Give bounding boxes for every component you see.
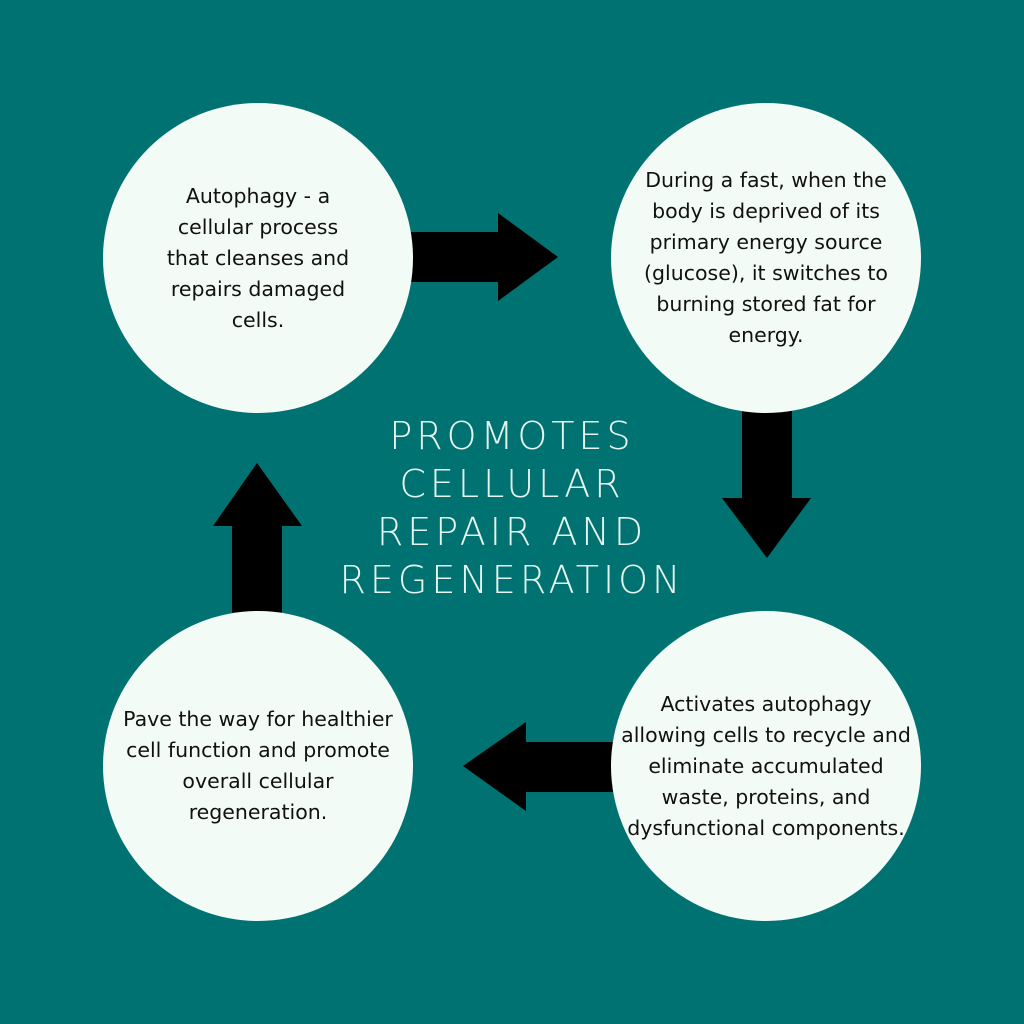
- step-2-text: During a fast, when the body is deprived…: [644, 168, 888, 347]
- arrow-up-icon: [213, 463, 302, 614]
- arrow-left-icon: [463, 722, 614, 811]
- step-4-text: Pave the way for healthier cell function…: [123, 707, 393, 824]
- arrow-right-icon: [410, 213, 558, 301]
- title-line: REGENERATION: [339, 558, 685, 602]
- step-1-circle: Autophagy - a cellular process that clea…: [103, 103, 413, 413]
- center-title: PROMOTES CELLULAR REPAIR AND REGENERATIO…: [312, 412, 712, 604]
- step-1-text: Autophagy - a cellular process that clea…: [166, 183, 350, 332]
- step-4-circle: Pave the way for healthier cell function…: [103, 611, 413, 921]
- step-3-text: Activates autophagy allowing cells to re…: [621, 691, 911, 840]
- step-3-circle: Activates autophagy allowing cells to re…: [611, 611, 921, 921]
- step-2-circle: During a fast, when the body is deprived…: [611, 103, 921, 413]
- title-line: CELLULAR: [399, 462, 625, 506]
- title-line: PROMOTES: [389, 414, 635, 458]
- title-line: REPAIR AND: [376, 510, 648, 554]
- arrow-down-icon: [722, 410, 811, 558]
